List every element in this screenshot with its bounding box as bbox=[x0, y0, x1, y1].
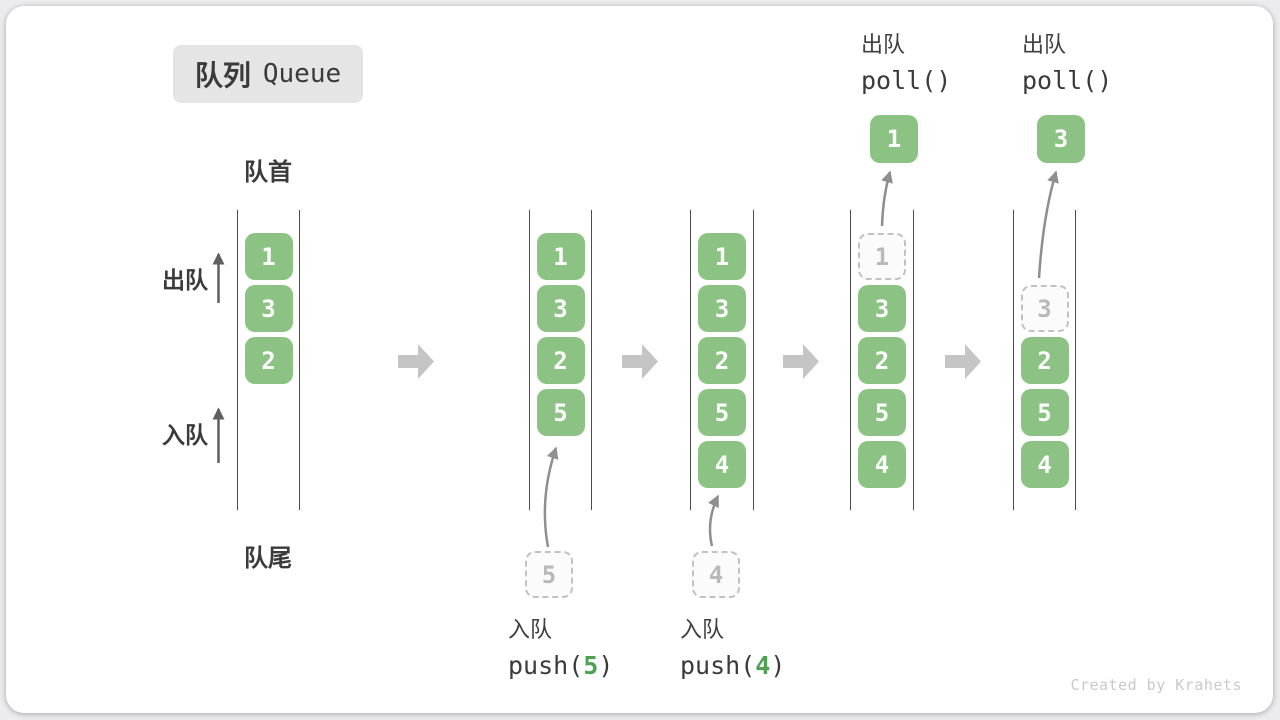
op-dequeue-1: 出队 poll() bbox=[861, 28, 951, 98]
outgoing-cell: 3 bbox=[1037, 115, 1085, 163]
dequeue-side-label: 出队 bbox=[162, 268, 208, 294]
incoming-cell: 5 bbox=[525, 551, 573, 598]
op-dequeue-2-code: poll() bbox=[1022, 66, 1113, 95]
queue-cell: 5 bbox=[698, 389, 746, 436]
queue-cell: 1 bbox=[698, 233, 746, 280]
op-enqueue-5-code: push(5) bbox=[508, 648, 613, 683]
queue-cell: 3 bbox=[244, 285, 293, 332]
queue-state-5: 3 2 5 4 bbox=[1013, 210, 1076, 510]
queue-cell: 4 bbox=[1020, 441, 1069, 488]
op-enqueue-4-code: push(4) bbox=[680, 648, 785, 683]
queue-state-4: 1 3 2 5 4 bbox=[850, 210, 914, 510]
queue-cell: 5 bbox=[1020, 389, 1069, 436]
code-text: push( bbox=[680, 651, 756, 680]
diagram-card bbox=[6, 6, 1273, 713]
code-text: ) bbox=[598, 651, 614, 680]
queue-cell: 3 bbox=[858, 285, 906, 332]
queue-cell: 1 bbox=[244, 233, 293, 280]
title-en: Queue bbox=[262, 59, 342, 89]
queue-front-label: 队首 bbox=[244, 158, 292, 186]
incoming-cell: 4 bbox=[692, 551, 740, 598]
enqueue-side-label: 入队 bbox=[162, 423, 208, 449]
op-enqueue-4-label: 入队 bbox=[680, 618, 725, 643]
code-text: push( bbox=[508, 651, 584, 680]
op-dequeue-2-label: 出队 bbox=[1022, 33, 1067, 58]
title-badge: 队列 Queue bbox=[173, 45, 363, 103]
code-text: ) bbox=[770, 651, 786, 680]
queue-cell: 2 bbox=[536, 337, 585, 384]
queue-cell: 2 bbox=[244, 337, 293, 384]
queue-cell: 4 bbox=[858, 441, 906, 488]
op-dequeue-2: 出队 poll() bbox=[1022, 28, 1112, 98]
code-arg: 4 bbox=[755, 651, 771, 680]
queue-cell: 2 bbox=[698, 337, 746, 384]
queue-cell: 2 bbox=[1020, 337, 1069, 384]
queue-state-3: 1 3 2 5 4 bbox=[690, 210, 754, 510]
outgoing-cell: 1 bbox=[870, 115, 918, 163]
ghost-cell: 1 bbox=[858, 233, 906, 280]
queue-cell: 4 bbox=[698, 441, 746, 488]
queue-rear-label: 队尾 bbox=[244, 544, 292, 572]
queue-cell: 3 bbox=[698, 285, 746, 332]
code-arg: 5 bbox=[583, 651, 599, 680]
queue-cell: 3 bbox=[536, 285, 585, 332]
op-dequeue-1-code: poll() bbox=[861, 66, 952, 95]
op-enqueue-5: 入队 push(5) bbox=[508, 613, 613, 683]
op-enqueue-5-label: 入队 bbox=[508, 618, 553, 643]
queue-state-2: 1 3 2 5 bbox=[529, 210, 592, 510]
queue-cell: 5 bbox=[536, 389, 585, 436]
ghost-cell: 3 bbox=[1020, 285, 1069, 332]
queue-cell: 5 bbox=[858, 389, 906, 436]
title-zh: 队列 bbox=[194, 59, 251, 92]
watermark: Created by Krahets bbox=[1070, 676, 1242, 694]
queue-state-1: 1 3 2 bbox=[237, 210, 300, 510]
op-enqueue-4: 入队 push(4) bbox=[680, 613, 785, 683]
queue-cell: 2 bbox=[858, 337, 906, 384]
queue-cell: 1 bbox=[536, 233, 585, 280]
op-dequeue-1-label: 出队 bbox=[861, 33, 906, 58]
